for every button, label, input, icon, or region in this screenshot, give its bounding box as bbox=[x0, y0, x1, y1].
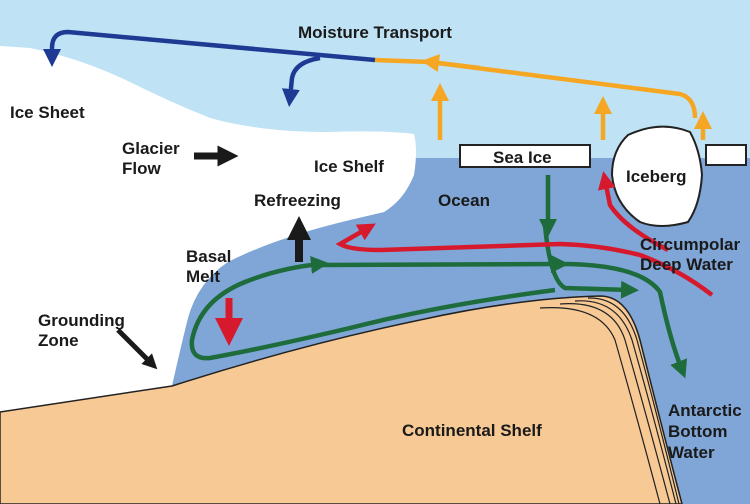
continental-shelf-shape bbox=[0, 295, 683, 504]
label-ice-shelf: Ice Shelf bbox=[314, 157, 384, 176]
label-deep-water: Deep Water bbox=[640, 255, 733, 274]
sediment-layers bbox=[539, 297, 680, 504]
label-ice-sheet: Ice Sheet bbox=[10, 103, 85, 122]
label-antarctic: Antarctic bbox=[668, 401, 742, 420]
label-glacier: Glacier bbox=[122, 139, 180, 158]
label-ocean: Ocean bbox=[438, 191, 490, 210]
label-basal: Basal bbox=[186, 247, 231, 266]
moisture-blue-arrows bbox=[43, 29, 376, 107]
label-moisture-transport: Moisture Transport bbox=[298, 23, 452, 42]
label-iceberg: Iceberg bbox=[626, 167, 686, 186]
moisture-orange-arrows bbox=[374, 54, 712, 140]
grounding-zone-arrow bbox=[116, 328, 158, 370]
label-grounding: Grounding bbox=[38, 311, 125, 330]
label-circumpolar: Circumpolar bbox=[640, 235, 741, 254]
label-bottom: Bottom bbox=[668, 422, 727, 441]
ice-sheet-shape bbox=[0, 46, 416, 412]
red-circulation bbox=[335, 171, 714, 297]
label-sea-ice: Sea Ice bbox=[493, 148, 552, 167]
label-water: Water bbox=[668, 443, 715, 462]
sea-ice-shape bbox=[459, 144, 591, 168]
label-refreezing: Refreezing bbox=[254, 191, 341, 210]
label-zone: Zone bbox=[38, 331, 79, 350]
label-melt: Melt bbox=[186, 267, 220, 286]
label-continental-shelf: Continental Shelf bbox=[402, 421, 542, 440]
green-circulation bbox=[189, 175, 688, 379]
sea-ice-small bbox=[705, 144, 747, 166]
label-flow: Flow bbox=[122, 159, 161, 178]
